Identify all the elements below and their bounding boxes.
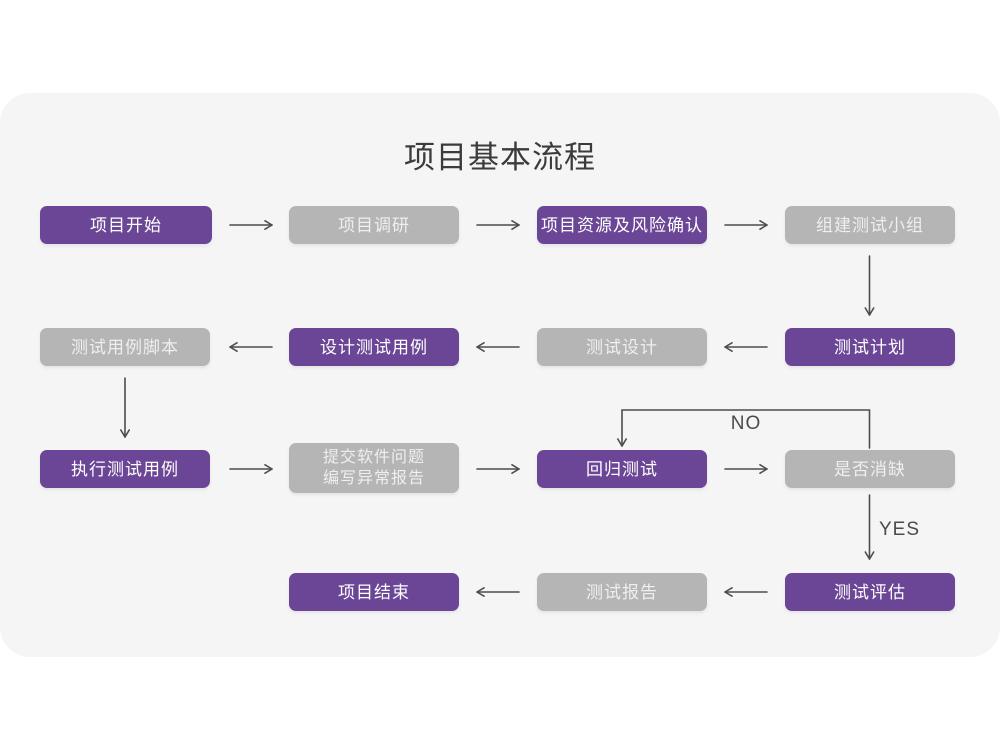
flow-node-test-plan: 测试计划 — [785, 328, 955, 366]
flow-node-label: 组建测试小组 — [816, 215, 924, 235]
flow-node-label: 提交软件问题 编写异常报告 — [322, 449, 425, 487]
flow-node-test-report: 测试报告 — [537, 573, 707, 611]
flow-node-label: 项目开始 — [90, 215, 162, 235]
flow-node-resources-risk: 项目资源及风险确认 — [537, 206, 707, 244]
page-title: 项目基本流程 — [404, 140, 596, 175]
flow-node-label: 测试报告 — [586, 582, 658, 602]
flow-node-label: 回归测试 — [586, 459, 658, 479]
flow-node-regression-test: 回归测试 — [537, 450, 707, 488]
flow-node-label: 项目资源及风险确认 — [541, 215, 703, 235]
flow-node-test-design: 测试设计 — [537, 328, 707, 366]
flow-node-label: 测试评估 — [834, 582, 906, 602]
flow-node-label: 是否消缺 — [834, 459, 906, 479]
flow-node-submit-issue-report: 提交软件问题 编写异常报告 — [289, 443, 459, 493]
flow-node-label: 项目调研 — [338, 215, 410, 235]
flow-node-label: 测试用例脚本 — [71, 337, 179, 357]
flow-node-project-start: 项目开始 — [40, 206, 212, 244]
flow-node-case-scripts: 测试用例脚本 — [40, 328, 210, 366]
flow-node-label: 测试计划 — [834, 337, 906, 357]
edge-label-yes: YES — [879, 519, 921, 540]
flow-node-label: 设计测试用例 — [320, 337, 428, 357]
flow-node-defect-cleared-check: 是否消缺 — [785, 450, 955, 488]
flowchart-card — [0, 93, 1000, 657]
flow-node-project-end: 项目结束 — [289, 573, 459, 611]
edge-label-no: NO — [730, 413, 762, 434]
flow-node-label: 测试设计 — [586, 337, 658, 357]
flow-node-execute-cases: 执行测试用例 — [40, 450, 210, 488]
flow-node-build-test-team: 组建测试小组 — [785, 206, 955, 244]
flow-node-test-evaluation: 测试评估 — [785, 573, 955, 611]
flow-node-label: 执行测试用例 — [71, 459, 179, 479]
flow-node-label: 项目结束 — [338, 582, 410, 602]
flow-node-design-cases: 设计测试用例 — [289, 328, 459, 366]
flow-node-project-research: 项目调研 — [289, 206, 459, 244]
